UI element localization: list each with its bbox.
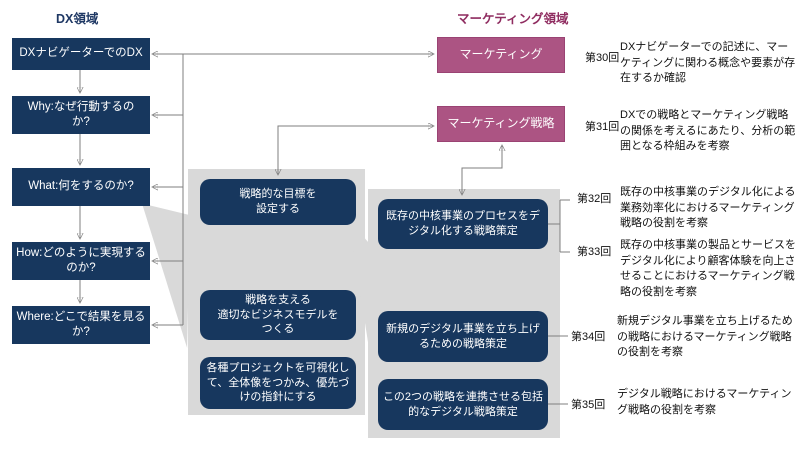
episode-description: 既存の中核事業の製品とサービスをデジタル化により顧客体験を向上させることにおける… (620, 239, 796, 298)
digital-box-comprehensive: この2つの戦略を連携させる包括 的なデジタル戦略策定 (378, 379, 548, 430)
episode-description: デジタル戦略におけるマーケティング戦略の役割を考察 (617, 388, 792, 416)
marketing-box: マーケティング (437, 37, 565, 73)
digital-box-new-business: 新規のデジタル事業を立ち上げ るための戦略策定 (378, 311, 548, 362)
episode-description: DXナビゲーターでの記述に、マーケティングに関わる概念や要素が存在するか確認 (620, 41, 796, 84)
episode-description: 新規デジタル事業を立ち上げるための戦略におけるマーケティング戦略の役割を考察 (617, 315, 793, 358)
strategy-box-projects: 各種プロジェクトを可視化し て、全体像をつかみ、優先づ けの指針にする (200, 357, 356, 409)
episode-description: DXでの戦略とマーケティング戦略の関係を考えるにあたり、分析の範囲となる枠組みを… (620, 109, 796, 152)
marketing-column-header: マーケティング領域 (457, 12, 569, 26)
episode-number: 第35回 (571, 399, 606, 411)
episode-number: 第34回 (571, 331, 606, 343)
dx-box-where: Where:どこで結果を見る か? (12, 306, 150, 344)
episode-number: 第31回 (585, 121, 620, 133)
episode-number: 第33回 (577, 246, 612, 258)
strategy-box-business-model: 戦略を支える 適切なビジネスモデルを つくる (200, 290, 356, 340)
dx-column-header: DX領域 (56, 12, 99, 26)
marketing-strategy-box: マーケティング戦略 (437, 106, 565, 142)
episode-number: 第32回 (577, 193, 612, 205)
dx-box-how: How:どのように実現する のか? (12, 242, 150, 280)
dx-box-what: What:何をするのか? (12, 168, 150, 206)
connector-goal-marketing-strategy (278, 126, 433, 174)
digital-box-core-process: 既存の中核事業のプロセスをデ ジタル化する戦略策定 (378, 199, 548, 249)
episode-number: 第30回 (585, 52, 620, 64)
strategy-box-goals: 戦略的な目標を 設定する (200, 179, 356, 225)
dx-box-why: Why:なぜ行動するの か? (12, 96, 150, 134)
connector-strategy-core-process (462, 146, 502, 194)
dx-box-navigator: DXナビゲーターでのDX (12, 38, 150, 70)
episode-description: 既存の中核事業のデジタル化による業務効率化におけるマーケティング戦略の役割を考察 (620, 186, 796, 229)
